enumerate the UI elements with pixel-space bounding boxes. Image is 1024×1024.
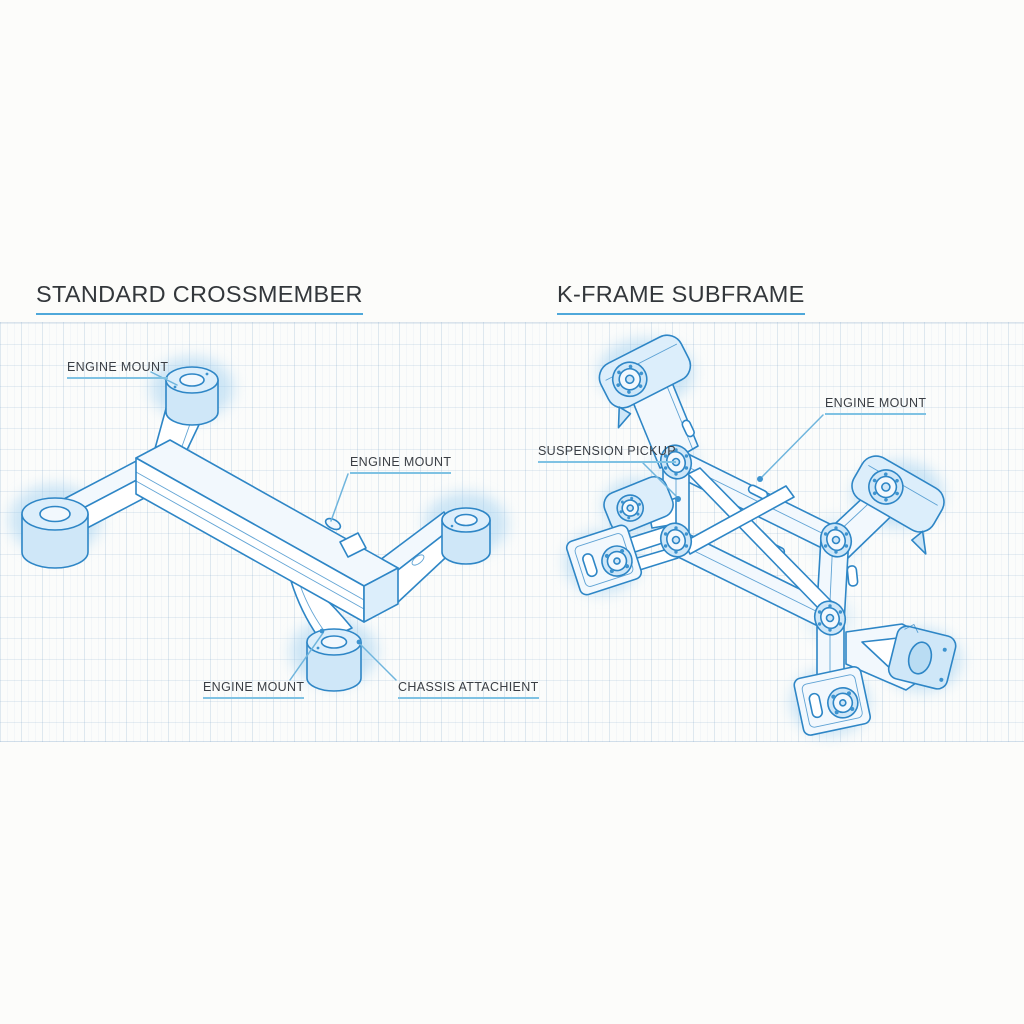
crossmember-title: STANDARD CROSSMEMBER xyxy=(36,281,363,315)
kframe-top-cradle xyxy=(598,334,692,429)
kframe-right-cradle xyxy=(851,455,945,555)
engine-mount-bushing-left xyxy=(21,497,89,569)
callout-engine-mount-center: ENGINE MOUNT xyxy=(350,455,452,474)
crossmember-diagram xyxy=(9,356,508,692)
chassis-attachment-bushing xyxy=(306,628,362,692)
kframe-title: K-FRAME SUBFRAME xyxy=(557,281,805,315)
callout-engine-mount-kframe: ENGINE MOUNT xyxy=(825,396,927,415)
engine-mount-bushing-top xyxy=(165,366,219,426)
callout-chassis-attachment: CHASSIS ATTACHIENT xyxy=(398,680,539,699)
kframe-diagram xyxy=(564,334,962,736)
engine-mount-bushing-right xyxy=(441,507,491,565)
kframe-bottom-right-cradle xyxy=(887,623,957,690)
callout-engine-mount-bottom: ENGINE MOUNT xyxy=(203,680,305,699)
callout-suspension-pickup: SUSPENSION PICKUP xyxy=(538,444,676,463)
kframe-leader-lines xyxy=(642,414,824,502)
callout-engine-mount-top: ENGINE MOUNT xyxy=(67,360,169,379)
kframe-rear-foot-plate xyxy=(793,666,871,736)
kframe-joint-discs xyxy=(659,444,853,636)
kframe-left-foot-plate xyxy=(565,524,643,596)
crossmember-beam xyxy=(135,439,425,623)
